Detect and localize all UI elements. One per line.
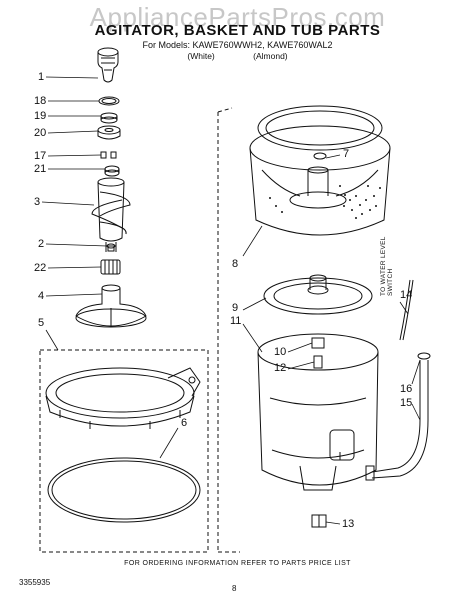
tub-nut-part [311,514,327,528]
leader-lines [41,76,421,525]
callout-9: 9 [232,302,239,314]
watermark: AppliancePartsPros.com [89,2,386,32]
callout-6: 6 [181,417,188,429]
dashed-group-box-5 [39,349,209,553]
agitator-cap-part [97,47,119,83]
callout-20: 20 [34,127,47,139]
callout-13: 13 [342,518,355,530]
callout-10: 10 [274,346,287,358]
callout-16: 16 [400,383,413,395]
variant-almond: (Almond) [253,51,288,61]
callout-1: 1 [38,71,45,83]
variant-white: (White) [187,51,215,61]
callout-15: 15 [400,397,413,409]
gasket-part [47,457,201,523]
bearing-part-21 [104,165,120,177]
callout-2: 2 [38,238,45,250]
page-number: 8 [232,584,237,593]
callout-11: 11 [230,315,242,327]
document-number: 3355935 [19,578,51,587]
callout-12: 12 [274,362,287,374]
callout-18: 18 [34,95,47,107]
ordering-information-note: FOR ORDERING INFORMATION REFER TO PARTS … [124,560,351,567]
models-line: For Models: KAWE760WWH2, KAWE760WAL2 [142,40,333,50]
basket-drive-part [263,274,373,315]
agitator-base-part [75,284,147,328]
outer-tub-part [257,333,379,491]
basket-perforations [269,185,381,219]
dogs-part-17 [100,151,117,159]
dashed-group-box-8 [217,107,240,553]
callout-22: 22 [34,262,47,274]
callout-7: 7 [343,148,350,160]
callout-17: 17 [34,150,47,162]
callout-8: 8 [232,258,239,270]
callout-21: 21 [34,163,47,175]
callout-5: 5 [38,317,45,329]
callout-3: 3 [34,196,41,208]
agitator-auger-part [91,177,131,252]
color-variants: (White) (Almond) [0,51,475,61]
spline-part-22 [100,259,121,275]
water-level-switch-note: TO WATER LEVEL SWITCH [380,236,394,296]
callout-14: 14 [400,289,413,301]
callout-4: 4 [38,290,45,302]
drain-hose-part [365,352,431,481]
page-title: AGITATOR, BASKET AND TUB PARTS [94,22,381,39]
ring-part-19 [100,112,118,124]
cam-part-20 [97,125,121,140]
tub-ring-part [45,367,201,429]
bolt-part-2 [106,243,116,252]
hub-nut-part [311,337,325,369]
ring-part-18 [98,96,120,106]
spin-basket-part [249,105,391,236]
callout-19: 19 [34,110,47,122]
